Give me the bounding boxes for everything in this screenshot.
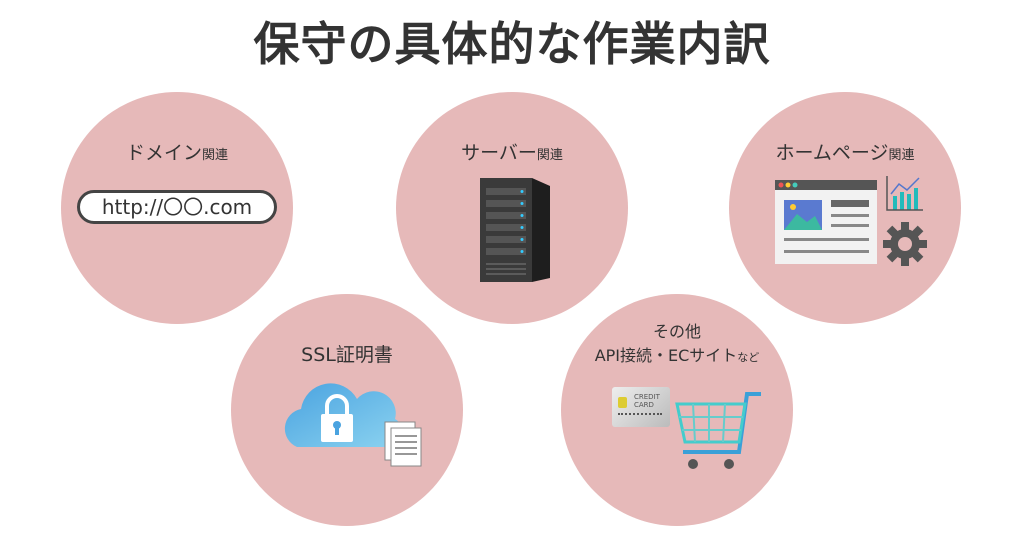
category-other: その他 API接続・ECサイトなど CREDIT CARD [561, 294, 793, 526]
server-icon [480, 178, 550, 282]
category-ssl: SSL証明書 [231, 294, 463, 526]
category-label: ドメイン関連 [125, 142, 229, 164]
webpage-chart-gear-icon [775, 176, 927, 266]
shopping-cart-icon [675, 392, 761, 469]
category-label: SSL証明書 [301, 344, 393, 366]
category-sublabel: API接続・ECサイトなど [594, 346, 760, 365]
category-server: サーバー関連 [396, 92, 628, 324]
cloud-lock-documents-icon [284, 383, 422, 467]
page-title: 保守の具体的な作業内訳 [253, 17, 771, 71]
category-label: サーバー関連 [461, 142, 563, 164]
url-bar-icon: http://〇〇.com [77, 190, 277, 224]
category-label: ホームページ関連 [775, 142, 915, 164]
category-domain: ドメイン関連 http://〇〇.com [61, 92, 293, 324]
category-homepage: ホームページ関連 [729, 92, 961, 324]
category-label: その他 [652, 322, 701, 341]
credit-card-icon: CREDIT CARD [612, 387, 670, 427]
